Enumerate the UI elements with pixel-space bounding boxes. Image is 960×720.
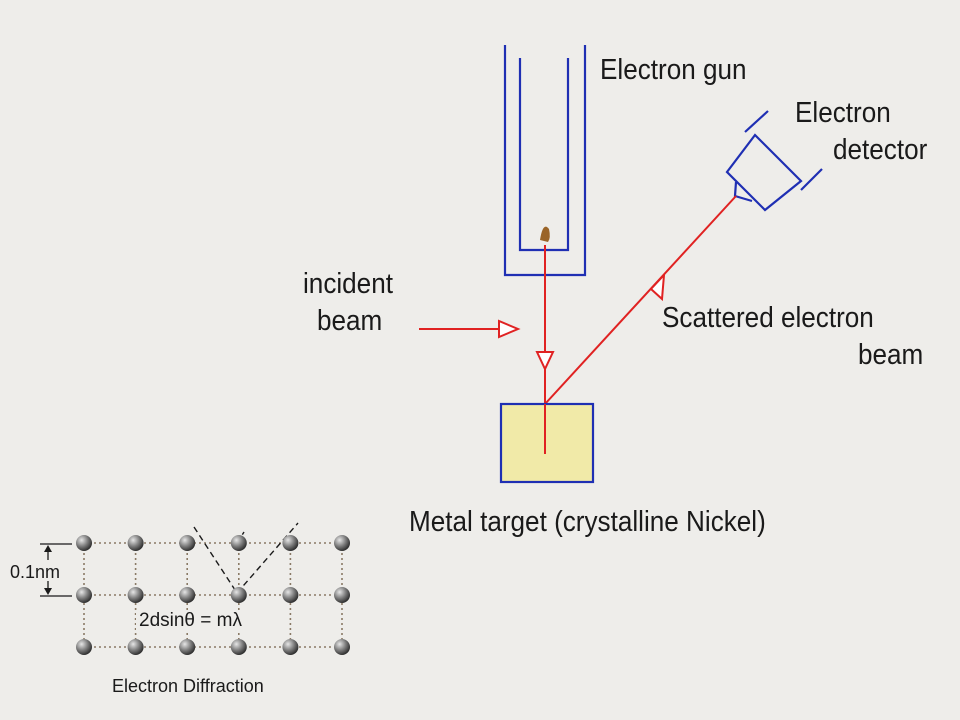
metal-target-block	[499, 402, 595, 484]
lattice-atom	[76, 587, 92, 603]
incident-beam-label-line1: incident	[303, 268, 393, 300]
lattice-atom	[334, 535, 350, 551]
beam-arrowheads	[498, 272, 666, 372]
lattice-atom	[282, 535, 299, 551]
lattice-atom	[127, 639, 144, 655]
lattice-atom	[179, 535, 196, 551]
detector-body	[725, 133, 803, 212]
dim-arrow-up-icon	[44, 545, 52, 552]
gun-inner-wall	[518, 58, 570, 252]
lattice-atoms	[76, 535, 350, 655]
lattice-atom	[282, 587, 299, 603]
lattice-atom	[76, 535, 92, 551]
bragg-rays	[193, 522, 299, 594]
scattered-beam-label-line1: Scattered electron	[662, 302, 874, 334]
electron-detector	[725, 110, 823, 212]
dim-arrow-down-icon	[44, 588, 52, 595]
scattered-beam-label-line2: beam	[858, 339, 924, 371]
lattice-atom	[230, 587, 247, 603]
bragg-ray-out	[236, 522, 299, 594]
detector-arm-bottom	[800, 168, 823, 191]
detector-arm-top	[744, 110, 769, 133]
lattice-atom	[282, 639, 299, 655]
electron-gun-label: Electron gun	[600, 54, 747, 86]
lattice-atom	[179, 587, 196, 603]
scattered-beam-line	[544, 195, 737, 405]
lattice-atom	[127, 587, 144, 603]
lattice-bonds	[83, 542, 343, 648]
lattice-atom	[179, 639, 196, 655]
spacing-dimension	[40, 543, 72, 597]
scattered-arrow-icon	[649, 272, 666, 302]
lattice-atom	[230, 535, 247, 551]
bragg-ray-in	[193, 526, 238, 594]
electron-diffraction-inset	[40, 522, 350, 655]
metal-target-label: Metal target (crystalline Nickel)	[409, 506, 766, 538]
electron-detector-label-line1: Electron	[795, 97, 891, 129]
lattice-atom	[76, 639, 92, 655]
incident-beam-label-line2: beam	[317, 305, 383, 337]
spacing-label: 0.1nm	[9, 562, 62, 582]
incident-arrow-icon	[498, 319, 521, 339]
lattice-atom	[334, 587, 350, 603]
lattice-atom	[334, 639, 350, 655]
bragg-equation: 2dsinθ = mλ	[136, 611, 245, 630]
electron-detector-label-line2: detector	[833, 134, 928, 166]
lattice-atom	[127, 535, 144, 551]
detector-aperture	[733, 181, 753, 203]
filament-icon	[540, 226, 550, 242]
beam-arrow-down-icon	[535, 351, 555, 372]
inset-caption: Electron Diffraction	[112, 676, 264, 696]
lattice-atom	[230, 639, 247, 655]
